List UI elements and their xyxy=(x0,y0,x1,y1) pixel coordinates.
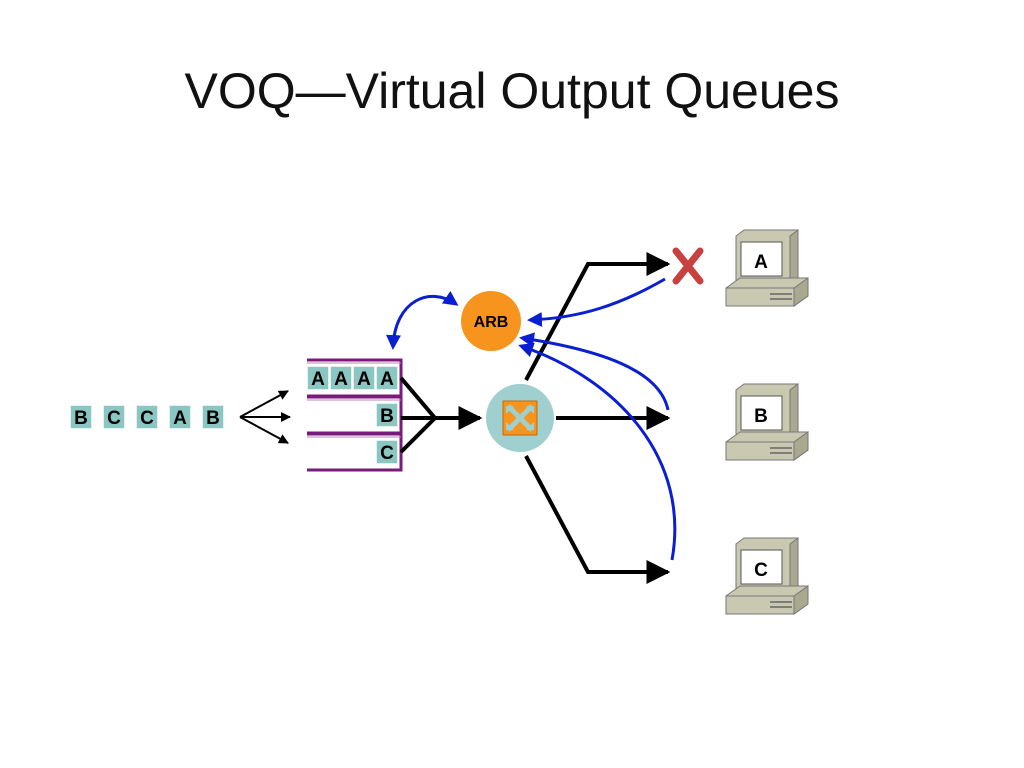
packet-label: A xyxy=(173,408,187,429)
packet: C xyxy=(375,439,399,465)
packet: B xyxy=(375,402,399,428)
destination-hosts: A B C xyxy=(725,229,809,615)
arbitration-signals xyxy=(386,277,677,561)
crossbar-switch xyxy=(486,384,554,452)
packet: B xyxy=(69,404,93,430)
voq-b: B xyxy=(307,395,403,435)
fanout-arrows xyxy=(239,390,291,444)
host-b-computer-icon: B xyxy=(725,383,809,461)
packet-label: B xyxy=(206,408,220,429)
crossbar-switch-icon xyxy=(502,400,538,436)
packet-label: B xyxy=(380,406,394,427)
packet-label: B xyxy=(74,408,88,429)
blocked-x-icon xyxy=(672,247,704,285)
packet-label: A xyxy=(311,369,325,390)
host-label: B xyxy=(754,406,768,427)
host-a-computer-icon: A xyxy=(725,229,809,307)
packet-label: C xyxy=(140,408,154,429)
packet-label: A xyxy=(357,369,371,390)
host-label: A xyxy=(754,252,768,273)
packet: C xyxy=(102,404,126,430)
host-c-computer-icon: C xyxy=(725,537,809,615)
arbiter-label: ARB xyxy=(474,314,509,331)
packet-label: C xyxy=(107,408,121,429)
voq-c: C xyxy=(307,432,403,472)
packet-label: C xyxy=(380,443,394,464)
packet: A xyxy=(306,365,330,391)
packet-label: A xyxy=(380,369,394,390)
queue-merge-lines xyxy=(399,376,483,454)
packet: A xyxy=(375,365,399,391)
packet: B xyxy=(201,404,225,430)
host-label: C xyxy=(754,560,768,581)
arbiter: ARB xyxy=(461,291,521,351)
packet: C xyxy=(135,404,159,430)
packet-label: A xyxy=(334,369,348,390)
slide-title: VOQ—Virtual Output Queues xyxy=(184,63,840,119)
packet: A xyxy=(168,404,192,430)
packet: A xyxy=(352,365,376,391)
packet: A xyxy=(329,365,353,391)
